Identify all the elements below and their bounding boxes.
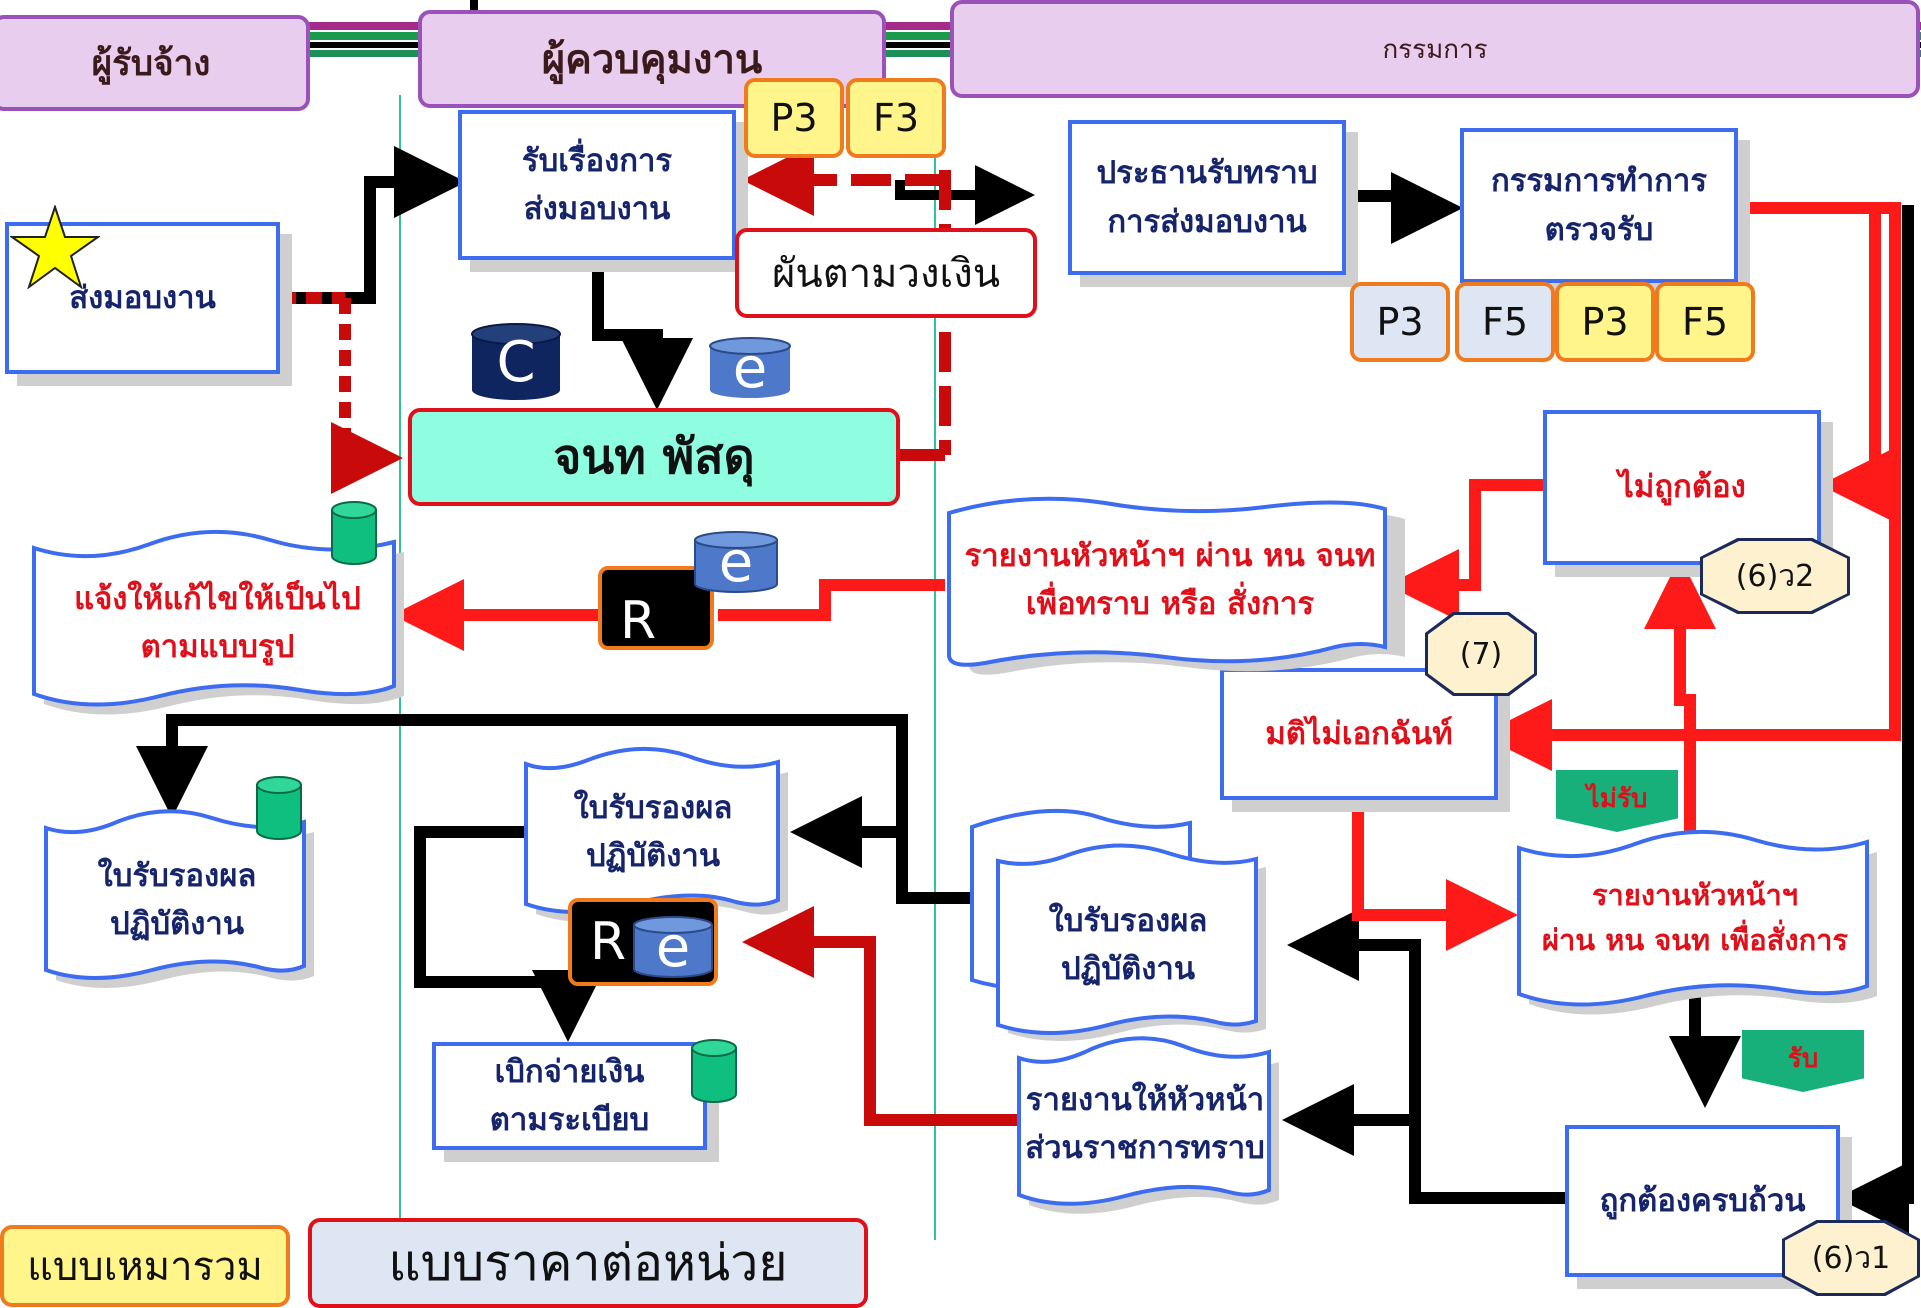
lane-committee: กรรมการ [950,0,1920,98]
database-green-icon-1 [330,500,378,566]
certificate-right-line1: ใบรับรองผล [1048,902,1208,939]
tag-f3-top: F3 [846,78,946,158]
database-c-label: C [496,329,536,395]
disburse-line2: ตามระเบียบ [489,1102,650,1138]
tag-f5-a: F5 [1455,282,1555,362]
incorrect-label: ไม่ถูกต้อง [1618,469,1746,506]
certificate-right-line2: ปฏิบัติงาน [1060,951,1196,987]
certificate-mid-doc: ใบรับรองผล ปฏิบัติงาน [522,742,788,932]
receive-delivery-box: รับเรื่องการ ส่งมอบงาน [458,110,736,260]
procurement-officer-label: จนท พัสดุ [553,429,755,485]
clause-7: (7) [1425,612,1537,696]
report-order-line2: ผ่าน หน จนท เพื่อสั่งการ [1542,923,1848,957]
budget-limit-box: ผันตามวงเงิน [735,228,1037,318]
database-e-icon-1: e [708,335,792,401]
incorrect-box: ไม่ถูกต้อง [1543,410,1821,565]
tag-p3-b: P3 [1555,282,1655,362]
flow-cert-to-mid [790,796,972,904]
flow-mid-to-disburse [414,826,604,1042]
inspect-line2: ตรวจรับ [1544,211,1654,248]
budget-limit-label: ผันตามวงเงิน [771,251,1001,297]
certificate-left-doc: ใบรับรองผล ปฏิบัติงาน [42,800,314,990]
tag-f5-b: F5 [1655,282,1755,362]
procurement-officer-box: จนท พัสดุ [408,408,900,506]
flow-to-chairman [895,165,1035,225]
flow-report-to-r [718,579,945,621]
flow-inspect-to-not-unanimous [1480,202,1901,771]
certificate-mid-line1: ใบรับรองผล [573,789,733,826]
database-green-icon-3 [690,1038,738,1104]
clause-6-1: (6)ว1 [1782,1220,1920,1296]
accept-banner: รับ [1742,1030,1864,1092]
lane-committee-label: กรรมการ [1382,34,1488,65]
tag-p3-a: P3 [1350,282,1450,362]
clause-6-2: (6)ว2 [1700,538,1850,614]
star-icon [10,205,100,289]
disburse-box: เบิกจ่ายเงิน ตามระเบียบ [432,1042,707,1150]
disburse-line1: เบิกจ่ายเงิน [494,1053,645,1090]
lump-sum-label: แบบเหมารวม [27,1244,263,1290]
tag-p3-top: P3 [744,78,844,158]
certificate-mid-line2: ปฏิบัติงาน [585,838,721,874]
unit-price-box: แบบราคาต่อหน่วย [308,1218,868,1308]
flow-report-to-complete [1669,995,1741,1108]
flow-agency-to-re [742,906,1018,1126]
inspect-line1: กรรมการทำการ [1490,163,1707,200]
flow-deliver-to-receive [280,146,466,304]
accept-label: รับ [1787,1044,1819,1074]
notify-fix-line1: แจ้งให้แก้ไขให้เป็นไป [74,580,361,617]
flow-inspect-to-incorrect [1820,208,1892,521]
lump-sum-box: แบบเหมารวม [0,1225,290,1307]
clause-6-1-label: (6)ว1 [1811,1240,1891,1276]
notify-fix-line2: ตามแบบรูป [140,629,295,665]
flow-chairman-to-inspect [1345,172,1463,244]
reject-banner: ไม่รับ [1556,770,1678,832]
report-order-line1: รายงานหัวหน้าฯ [1591,878,1799,913]
not-unanimous-label: มติไม่เอกฉันท์ [1265,715,1453,752]
receive-delivery-line2: ส่งมอบงาน [523,191,671,227]
inspect-box: กรรมการทำการ ตรวจรับ [1460,128,1738,283]
r-label-upper: R [620,591,657,651]
reject-label: ไม่รับ [1586,784,1648,814]
lane-supervisor-label: ผู้ควบคุมงาน [541,37,763,83]
chairman-box: ประธานรับทราบ การส่งมอบงาน [1068,120,1346,275]
certificate-left-line1: ใบรับรองผล [97,857,257,894]
database-e-label-1: e [732,335,768,401]
report-agency-doc: รายงานให้หัวหน้า ส่วนราชการทราบ [1015,1030,1279,1215]
database-e-icon-2: e [693,529,779,595]
database-e-label-3: e [655,914,691,980]
flow-dotted-to-officer [331,298,403,494]
chairman-line2: การส่งมอบงาน [1107,203,1307,240]
clause-7-label: (7) [1459,636,1503,672]
flow-receive-to-officer [592,260,693,410]
database-c-icon: C [470,322,562,402]
flow-complete-to-certificate [1287,909,1568,1204]
certificate-left-line2: ปฏิบัติงาน [109,906,245,942]
receive-delivery-line1: รับเรื่องการ [521,142,673,179]
report-head-line1: รายงานหัวหน้าฯ ผ่าน หน จนท [964,537,1376,574]
flow-reject-to-incorrect [1644,557,1716,845]
report-agency-line2: ส่วนราชการทราบ [1025,1130,1265,1166]
flow-inspect-to-complete [1837,205,1914,1234]
report-head-line2: เพื่อทราบ หรือ สั่งการ [1026,586,1314,622]
database-e-label-2: e [718,529,754,595]
certificate-right-doc: ใบรับรองผล ปฏิบัติงาน [968,805,1268,1045]
complete-correct-label: ถูกต้องครบถ้วน [1599,1182,1806,1219]
clause-6-2-label: (6)ว2 [1735,558,1815,594]
database-e-icon-3: e [632,914,714,980]
flow-incorrect-to-report [1387,479,1545,621]
flow-cert-to-left [136,714,908,898]
report-agency-line1: รายงานให้หัวหน้า [1025,1081,1265,1118]
lane-contractor: ผู้รับจ้าง [0,15,310,111]
flow-not-unanimous-to-report [1352,800,1518,951]
database-green-icon-2 [255,775,303,841]
lane-contractor-label: ผู้รับจ้าง [91,43,211,84]
chairman-line1: ประธานรับทราบ [1096,155,1318,192]
r-label-lower: R [590,912,627,972]
report-order-doc: รายงานหัวหน้าฯ ผ่าน หน จนท เพื่อสั่งการ [1515,818,1877,1018]
unit-price-label: แบบราคาต่อหน่วย [388,1233,788,1292]
report-head-doc: รายงานหัวหน้าฯ ผ่าน หน จนท เพื่อทราบ หรื… [945,495,1405,680]
deliver-work-label: ส่งมอบงาน [69,279,216,316]
